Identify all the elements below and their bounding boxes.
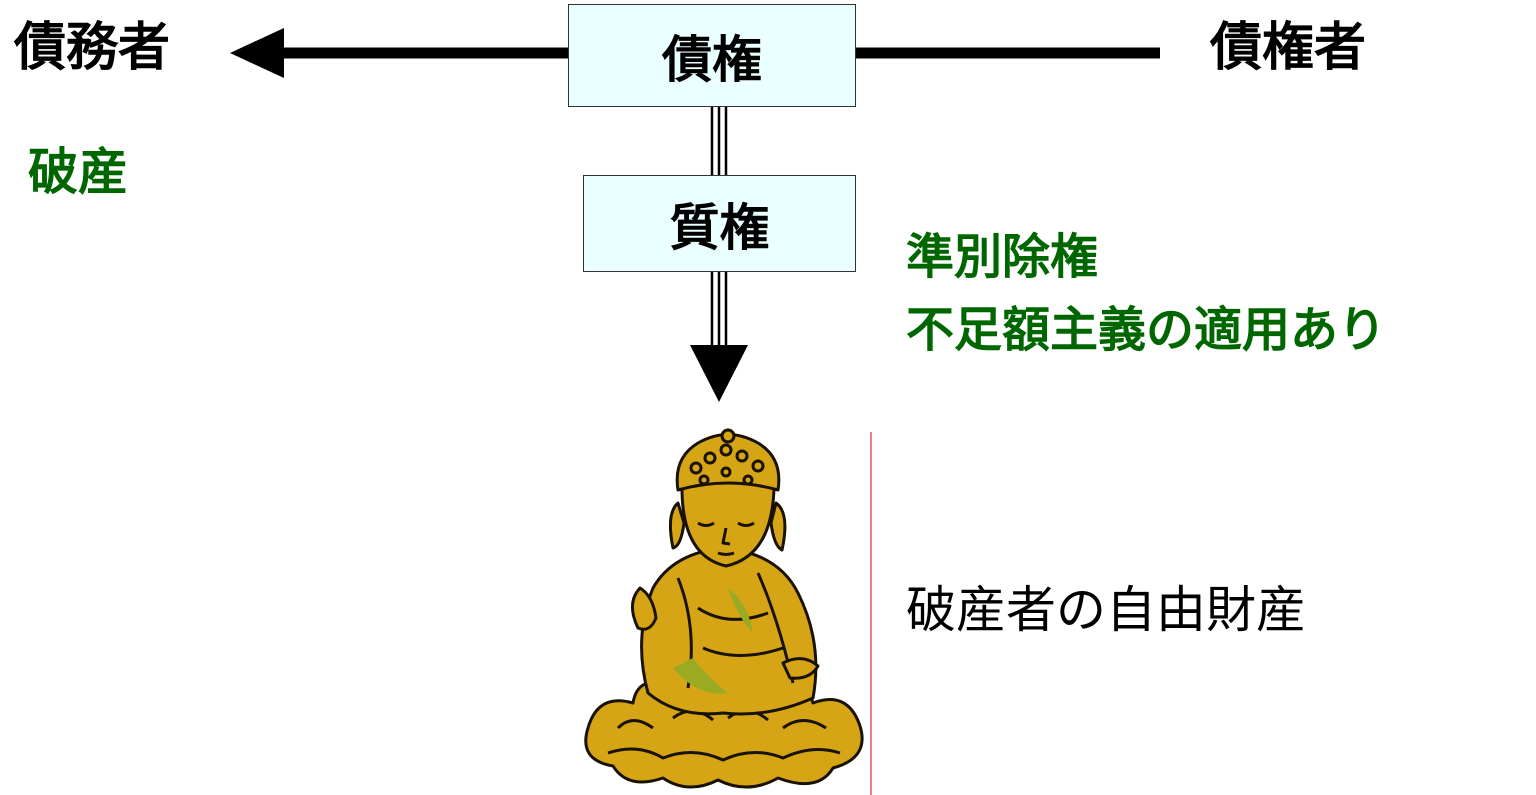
bankruptcy-label: 破産	[28, 143, 128, 201]
triple-line-claim-to-pledge	[710, 107, 728, 175]
creditor-label: 債権者	[1210, 18, 1367, 78]
buddha-statue-icon	[584, 428, 864, 789]
arrow-to-debtor-head	[230, 28, 284, 78]
claim-box-label: 債権	[662, 30, 762, 89]
separate-right-label: 準別除権	[906, 229, 1099, 285]
claim-box: 債権	[568, 4, 856, 107]
free-property-label: 破産者の自由財産	[906, 581, 1306, 639]
triple-line-pledge-to-property	[710, 272, 728, 348]
pledge-box: 質権	[583, 175, 856, 272]
deficiency-rule-label: 不足額主義の適用あり	[906, 302, 1387, 358]
debtor-label: 債務者	[14, 18, 171, 78]
arrow-down-head	[690, 345, 748, 402]
pledge-box-label: 質権	[669, 198, 770, 257]
